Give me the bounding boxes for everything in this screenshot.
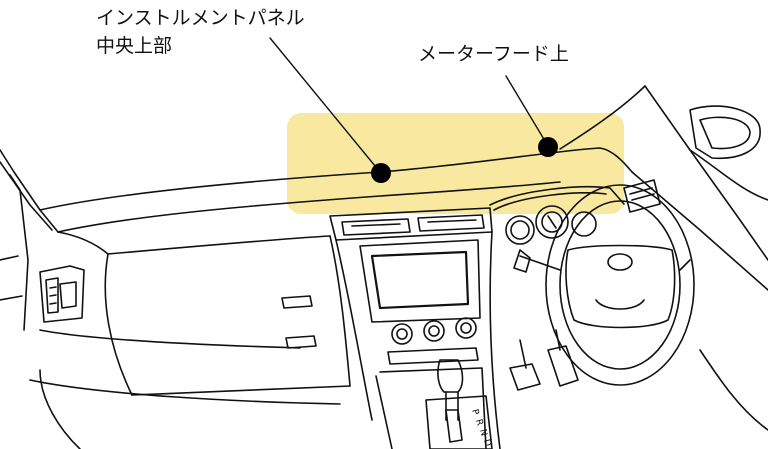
shift-letter-r: R — [473, 418, 484, 427]
steering-emblem — [607, 253, 633, 271]
meter-hood-leader — [505, 75, 549, 147]
right-door-frame — [631, 85, 768, 431]
left-air-vent — [39, 265, 85, 323]
instrument-panel-label: インストルメントパネル 中央上部 — [96, 4, 305, 60]
meter-hood-marker — [538, 137, 558, 157]
glove-box — [29, 235, 351, 449]
center-display — [370, 250, 470, 310]
dashboard-top — [39, 85, 646, 255]
meter-hood-label-text: メーターフード上 — [418, 43, 569, 65]
instrument-panel-marker — [371, 163, 391, 183]
left-door-frame — [0, 149, 59, 331]
shift-letter-n: N — [477, 428, 488, 437]
instrument-panel-leader — [269, 37, 381, 173]
instrument-panel-label-line1: インストルメントパネル — [96, 7, 305, 29]
pedals — [509, 329, 579, 391]
steering-wheel — [513, 184, 695, 386]
shift-letter-d: D — [481, 438, 492, 447]
highlight-area — [287, 113, 624, 214]
instrument-panel-label-line2: 中央上部 — [96, 35, 173, 57]
gear-shifter: P R N D — [425, 359, 493, 449]
meter-hood-label: メーターフード上 — [418, 40, 569, 68]
center-console — [329, 207, 501, 449]
meter-cluster — [489, 186, 625, 245]
shift-letter-p: P — [469, 408, 480, 416]
